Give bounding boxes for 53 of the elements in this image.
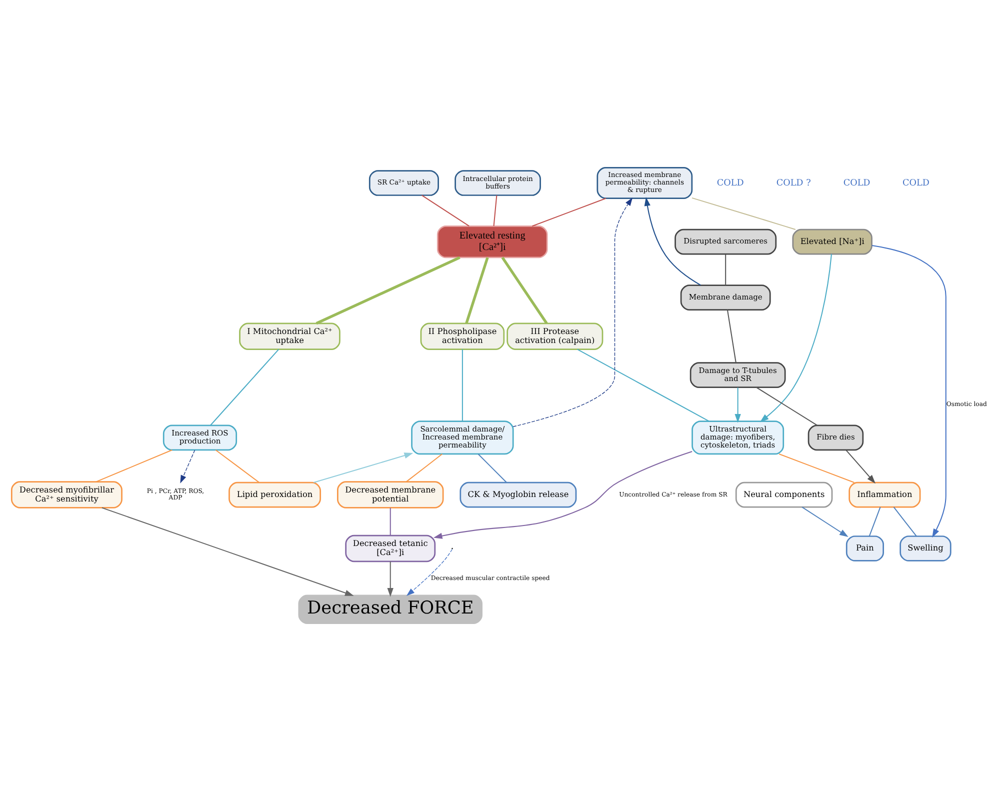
connector [316, 256, 460, 324]
arrow [180, 449, 196, 483]
node-box: II Phospholipase activation [420, 322, 505, 350]
arrow [387, 561, 394, 596]
connector [893, 506, 917, 536]
label: COLD [843, 178, 870, 188]
connector [422, 194, 470, 226]
connector [406, 453, 442, 482]
arrow [846, 449, 876, 484]
connector [390, 507, 391, 535]
node-box: Inflammation [848, 481, 921, 508]
connector [96, 449, 172, 482]
arrow [102, 506, 354, 596]
arrow [433, 450, 692, 538]
connector [756, 386, 818, 426]
node-box: Swelling [900, 535, 952, 561]
connector [726, 309, 736, 362]
node-box: Neural components [735, 481, 833, 508]
node-box: Lipid peroxidation [228, 481, 322, 508]
node-box: Decreased FORCE [298, 594, 482, 624]
node-box: Elevated resting [Ca²⁺]i [436, 225, 548, 258]
arrow [314, 452, 414, 483]
node-box: Pain [846, 535, 884, 561]
arrow [644, 196, 701, 286]
label: COLD [716, 178, 744, 188]
node-box: I Mitochondrial Ca²⁺ uptake [239, 322, 340, 350]
arrow [802, 506, 848, 537]
node-box: Decreased myofibrillar Ca²⁺ sensitivity [10, 480, 122, 508]
node-box: Elevated [Na⁺]i [792, 228, 872, 254]
node-box: CK & Myoglobin release [460, 481, 577, 508]
connector [493, 194, 498, 226]
connector [501, 256, 548, 324]
arrow [512, 197, 633, 426]
connector [478, 453, 507, 482]
connector [577, 348, 710, 422]
arrow [406, 548, 453, 596]
connector [868, 506, 881, 536]
connector [692, 196, 796, 230]
connector [210, 348, 280, 426]
connector [778, 453, 854, 482]
connector [215, 449, 260, 482]
node-box: III Protease activation (calpain) [506, 322, 604, 350]
label: COLD [902, 178, 930, 188]
arrow [872, 244, 946, 538]
arrow [760, 254, 832, 422]
label: COLD ? [776, 178, 811, 188]
connector [725, 254, 726, 285]
node-box: Decreased membrane potential [337, 480, 444, 508]
connector [532, 197, 606, 226]
arrow [734, 387, 741, 422]
connector [465, 256, 489, 324]
node-box: Decreased tetanic [Ca²⁺]i [345, 534, 436, 562]
connector [462, 348, 463, 421]
